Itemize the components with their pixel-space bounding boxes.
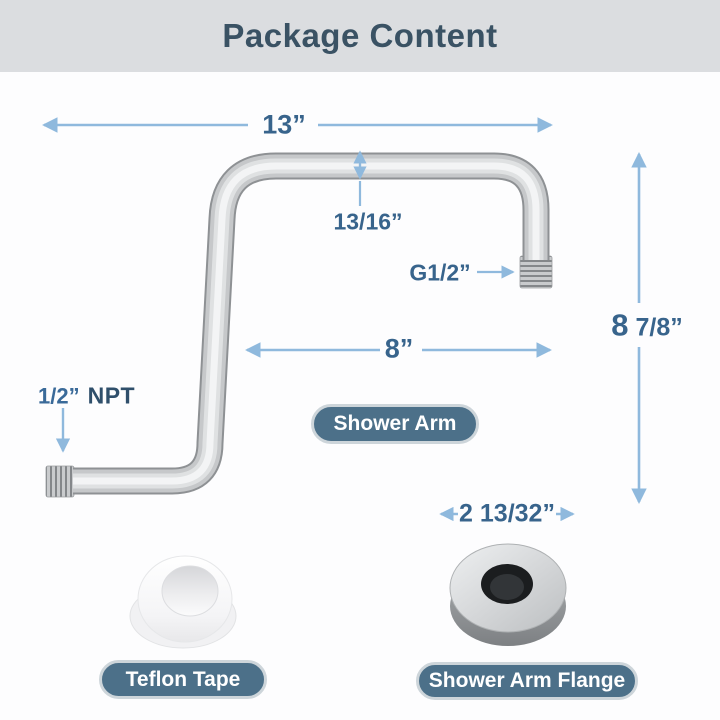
teflon-tape-badge-label: Teflon Tape <box>125 667 241 691</box>
dim-pipe-diameter-label: 13/16” <box>333 208 403 235</box>
teflon-tape-badge: Teflon Tape <box>99 660 267 699</box>
shower-arm-badge: Shower Arm <box>311 404 479 444</box>
shower-arm-pipe <box>45 152 553 498</box>
shower-arm-flange-badge-label: Shower Arm Flange <box>428 669 626 692</box>
page-title: Package Content <box>222 17 498 54</box>
dim-overall-height-label: 8 7/8” <box>611 307 683 343</box>
dim-outlet-thread-label: G1/2” <box>409 259 471 286</box>
inlet-thread-type-text: NPT <box>87 382 136 409</box>
teflon-tape-roll <box>129 555 237 649</box>
header-banner: Package Content <box>0 0 720 72</box>
dim-flange-diameter-label: 2 13/32” <box>459 499 555 528</box>
dim-inlet-thread-label: 1/2” NPT <box>38 382 136 409</box>
shower-arm-flange-disc <box>449 543 567 646</box>
inlet-threads <box>45 465 75 498</box>
inlet-thread-size-text: 1/2” <box>38 383 80 409</box>
dim-lower-length-label: 8” <box>384 333 414 364</box>
shower-arm-badge-label: Shower Arm <box>333 412 457 435</box>
shower-arm-flange-badge: Shower Arm Flange <box>416 662 638 700</box>
outlet-threads <box>519 255 553 289</box>
dim-top-width-label: 13” <box>262 109 306 140</box>
